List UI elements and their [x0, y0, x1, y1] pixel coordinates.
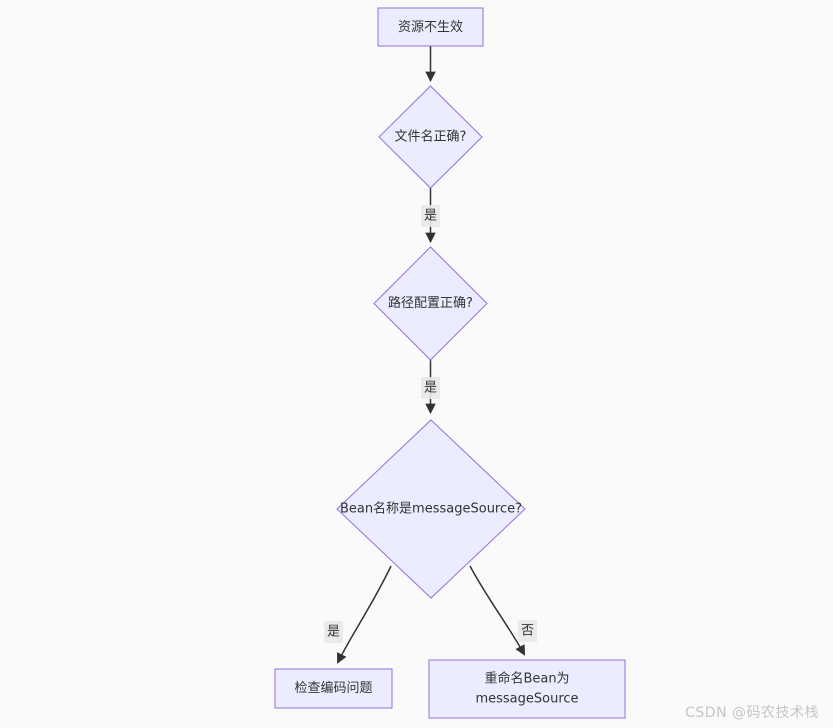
edge-bean-check-to-check-encoding [337, 565, 392, 664]
node-bean-name-check: Bean名称是messageSource? [336, 419, 526, 599]
node-start-label: 资源不生效 [398, 20, 463, 35]
edge-label-text: 是 [327, 625, 340, 640]
edge-label-yes-3: 是 [324, 621, 343, 643]
node-filename-check: 文件名正确? [378, 85, 483, 189]
edge-label-background [421, 377, 440, 399]
edge-label-background [518, 620, 537, 642]
edge-label-yes-2: 是 [421, 377, 440, 399]
edge-label-background [324, 621, 343, 643]
node-rename-bean: 重命名Bean为 messageSource [428, 659, 626, 719]
edge-label-yes-1: 是 [421, 205, 440, 227]
node-check-encoding-label: 检查编码问题 [294, 681, 372, 696]
edge-label-background [421, 205, 440, 227]
edge-label-text: 是 [424, 381, 437, 396]
node-path-config-check-shape [373, 246, 488, 361]
node-check-encoding-shape [274, 668, 393, 709]
node-check-encoding: 检查编码问题 [274, 668, 393, 709]
edge-label-no: 否 [518, 620, 537, 642]
node-start: 资源不生效 [377, 7, 484, 47]
node-rename-bean-label-line2: messageSource [475, 692, 578, 707]
edge-label-text: 否 [521, 624, 534, 639]
node-start-shape [377, 7, 484, 47]
node-filename-check-shape [378, 85, 483, 189]
node-rename-bean-label-line1: 重命名Bean为 [484, 671, 569, 687]
node-path-config-check-label: 路径配置正确? [388, 295, 473, 311]
node-filename-check-label: 文件名正确? [395, 129, 467, 145]
watermark: CSDN @码农技术栈 [685, 705, 819, 721]
node-bean-name-check-shape [336, 419, 526, 599]
node-bean-name-check-label: Bean名称是messageSource? [340, 501, 522, 517]
edge-bean-check-to-rename-bean [469, 565, 525, 656]
node-path-config-check: 路径配置正确? [373, 246, 488, 361]
edge-label-text: 是 [424, 209, 437, 224]
node-rename-bean-shape [428, 659, 626, 719]
